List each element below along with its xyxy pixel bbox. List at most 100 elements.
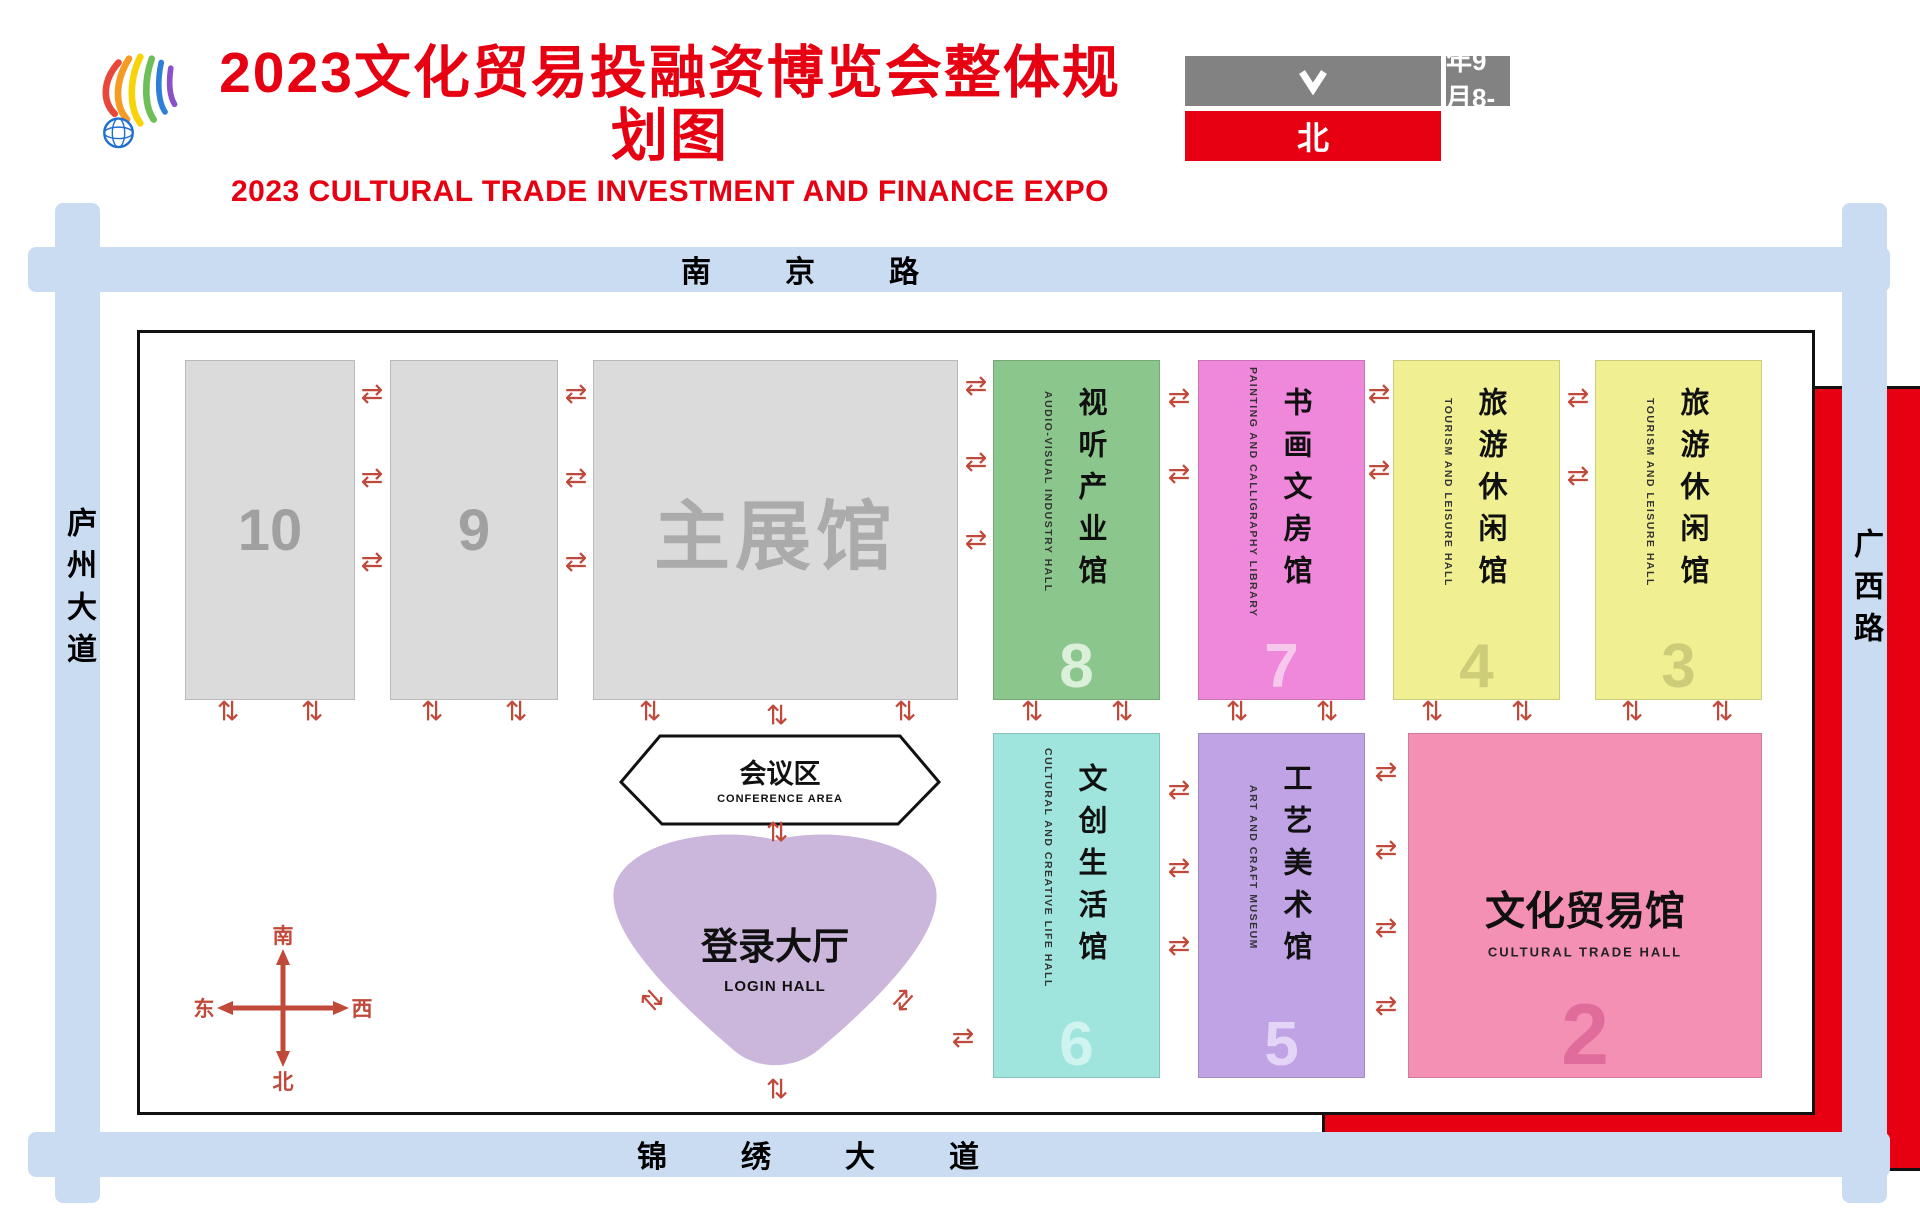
two-way-arrow-icon [965, 527, 988, 554]
login-hall: 登录大厅 LOGIN HALL [600, 826, 950, 1078]
main-exhibition-hall-label: 主展馆 [654, 495, 897, 580]
hall-5-art-craft: ART AND CRAFT MUSEUM 工艺美术馆 5 [1198, 733, 1365, 1078]
login-hall-fill [613, 834, 937, 1066]
header-badges: 合肥滨湖国际会展中心 2023年9月8-10日 北 [1185, 10, 1920, 1171]
hall-7-name-cn: 书画文房馆 [1279, 387, 1311, 597]
hall-2-labels: 文化贸易馆 CULTURAL TRADE HALL [1408, 879, 1762, 960]
hall-3-name-cn: 旅游休闲馆 [1676, 387, 1708, 597]
hall-6-cultural-creative: CULTURAL AND CREATIVE LIFE HALL 文创生活馆 6 [993, 733, 1160, 1078]
hall-7-number: 7 [1264, 632, 1299, 701]
compass-label-south: 南 [272, 925, 294, 948]
road-nanjing [28, 247, 1890, 292]
hall-8-labels: AUDIO-VISUAL INDUSTRY HALL 视听产业馆 [993, 368, 1160, 616]
conference-area: 会议区 CONFERENCE AREA [615, 730, 945, 830]
hall-2-cultural-trade: 文化贸易馆 CULTURAL TRADE HALL 2 [1408, 733, 1762, 1078]
hall-8-name-en: AUDIO-VISUAL INDUSTRY HALL [1042, 391, 1054, 593]
two-way-arrow-icon [565, 549, 588, 576]
main-exhibition-hall: 主展馆 [593, 360, 958, 700]
north-arrow-badge [1185, 56, 1441, 106]
road-label-nanjing: 南京路 [681, 256, 993, 289]
conference-area-outline [618, 734, 942, 826]
north-arrow-icon [1299, 70, 1327, 95]
two-way-arrow-icon [1368, 381, 1391, 408]
two-way-arrow-icon [1168, 385, 1191, 412]
conference-area-labels: 会议区 CONFERENCE AREA [615, 752, 945, 805]
hall-7-labels: PAINTING AND CALLIGRAPHY LIBRARY 书画文房馆 [1198, 366, 1365, 618]
two-way-arrow-icon [1168, 777, 1191, 804]
two-way-arrow-icon [639, 699, 662, 726]
two-way-arrow-icon [894, 699, 917, 726]
hall-4-name-en: TOURISM AND LEISURE HALL [1442, 397, 1454, 587]
compass-label-north: 北 [272, 1071, 294, 1094]
road-label-jinxiu: 锦绣大道 [637, 1141, 1053, 1174]
page-subtitle: 2023 CULTURAL TRADE INVESTMENT AND FINAN… [230, 175, 1110, 209]
two-way-arrow-icon [505, 699, 528, 726]
hall-3-name-en: TOURISM AND LEISURE HALL [1644, 397, 1656, 587]
hall-4-name-cn: 旅游休闲馆 [1474, 387, 1506, 597]
login-hall-name-en: LOGIN HALL [724, 978, 826, 995]
two-way-arrow-icon [1375, 915, 1398, 942]
road-label-luzhou: 庐州大道 [62, 507, 95, 675]
two-way-arrow-icon [361, 549, 384, 576]
two-way-arrow-icon [361, 381, 384, 408]
conference-area-name-cn: 会议区 [739, 759, 821, 789]
two-way-arrow-icon [766, 703, 789, 730]
two-way-arrow-icon [565, 465, 588, 492]
two-way-arrow-icon [1375, 837, 1398, 864]
login-hall-shape [613, 834, 937, 1066]
compass-label-west: 西 [351, 998, 373, 1021]
two-way-arrow-icon [766, 820, 789, 847]
hall-10: 10 [185, 360, 355, 700]
hall-5-labels: ART AND CRAFT MUSEUM 工艺美术馆 [1198, 741, 1365, 994]
hall-7-painting-calligraphy: PAINTING AND CALLIGRAPHY LIBRARY 书画文房馆 7 [1198, 360, 1365, 700]
two-way-arrow-icon [1111, 699, 1134, 726]
hall-6-name-en: CULTURAL AND CREATIVE LIFE HALL [1042, 747, 1054, 988]
road-label-guangxi: 广西路 [1849, 528, 1882, 654]
two-way-arrow-icon [1375, 993, 1398, 1020]
two-way-arrow-icon [1368, 457, 1391, 484]
two-way-arrow-icon [1375, 759, 1398, 786]
two-way-arrow-icon [301, 699, 324, 726]
two-way-arrow-icon [965, 373, 988, 400]
hall-3-labels: TOURISM AND LEISURE HALL 旅游休闲馆 [1595, 368, 1762, 616]
login-hall-name-cn: 登录大厅 [701, 926, 849, 967]
two-way-arrow-icon [565, 381, 588, 408]
two-way-arrow-icon [421, 699, 444, 726]
two-way-arrow-icon [1421, 699, 1444, 726]
two-way-arrow-icon [1168, 933, 1191, 960]
hall-7-name-en: PAINTING AND CALLIGRAPHY LIBRARY [1247, 366, 1259, 618]
event-dates-badge: 2023年9月8-10日 [1446, 10, 1510, 150]
two-way-arrow-icon [766, 1077, 789, 1104]
page-title: 2023文化贸易投融资博览会整体规划图 [219, 41, 1121, 168]
page-title-block: 2023文化贸易投融资博览会整体规划图 2023 CULTURAL TRADE … [195, 42, 1145, 209]
hall-2-name-en: CULTURAL TRADE HALL [1487, 944, 1683, 960]
hall-5-name-cn: 工艺美术馆 [1279, 762, 1311, 973]
two-way-arrow-icon [361, 465, 384, 492]
two-way-arrow-icon [1567, 385, 1590, 412]
hall-6-number: 6 [1059, 1010, 1094, 1079]
hall-3-tourism-leisure: TOURISM AND LEISURE HALL 旅游休闲馆 3 [1595, 360, 1762, 700]
hall-4-labels: TOURISM AND LEISURE HALL 旅游休闲馆 [1393, 368, 1560, 616]
hall-9: 9 [390, 360, 558, 700]
expo-logo-icon [102, 53, 178, 149]
two-way-arrow-icon [1226, 699, 1249, 726]
road-guangxi [1842, 203, 1887, 1203]
hall-10-number: 10 [237, 497, 303, 563]
hall-4-number: 4 [1459, 632, 1494, 701]
hall-5-name-en: ART AND CRAFT MUSEUM [1247, 785, 1259, 950]
hall-4-tourism-leisure: TOURISM AND LEISURE HALL 旅游休闲馆 4 [1393, 360, 1560, 700]
two-way-arrow-icon [217, 699, 240, 726]
two-way-arrow-icon [1511, 699, 1534, 726]
two-way-arrow-icon [1021, 699, 1044, 726]
two-way-arrow-icon [1711, 699, 1734, 726]
two-way-arrow-icon [1316, 699, 1339, 726]
hall-2-name-cn: 文化贸易馆 [1485, 889, 1685, 934]
hall-8-audio-visual: AUDIO-VISUAL INDUSTRY HALL 视听产业馆 8 [993, 360, 1160, 700]
two-way-arrow-icon [952, 1025, 975, 1052]
two-way-arrow-icon [1621, 699, 1644, 726]
hall-2-number: 2 [1561, 987, 1609, 1083]
hall-5-number: 5 [1264, 1010, 1299, 1079]
hall-6-labels: CULTURAL AND CREATIVE LIFE HALL 文创生活馆 [993, 741, 1160, 994]
compass-label-east: 东 [193, 998, 215, 1021]
road-jinxiu [28, 1132, 1890, 1177]
